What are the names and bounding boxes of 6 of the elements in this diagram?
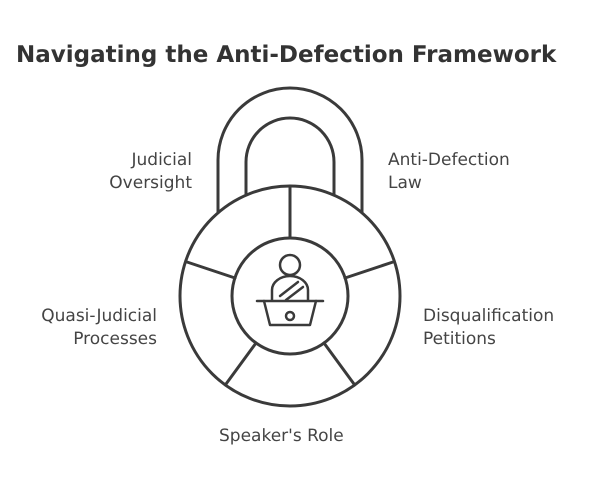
segment-label: Anti-Defection Law bbox=[388, 149, 511, 195]
title: Navigating the Anti-Defection Framework bbox=[16, 42, 556, 68]
segment-label: Disqualification Petitions bbox=[423, 305, 556, 351]
segment-label: Judicial Oversight bbox=[108, 149, 192, 195]
segment-label: Speaker's Role bbox=[219, 425, 345, 448]
segment-label: Quasi-Judicial Processes bbox=[40, 305, 157, 351]
